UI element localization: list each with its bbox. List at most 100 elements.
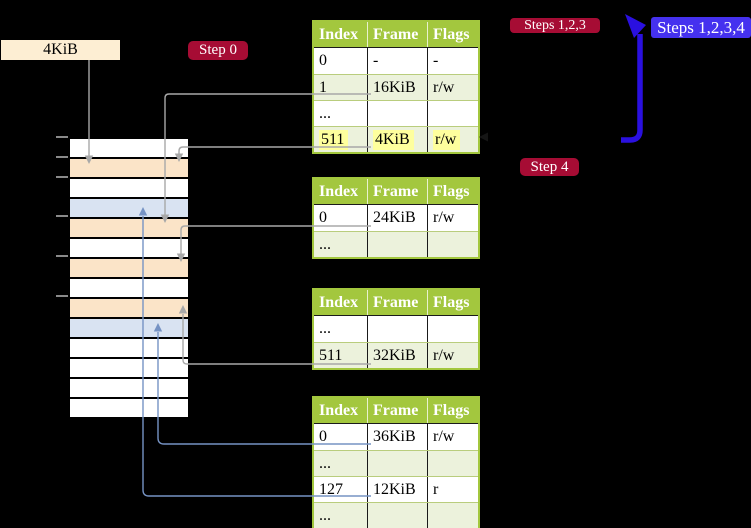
column-header: Index [319,293,359,311]
highlighted-value: 511 [319,129,349,150]
axis-tick [56,215,68,217]
memory-cell-pagetable [70,259,188,279]
table-cell: 511 [314,127,367,152]
table-cell [427,101,478,126]
table-cell: 12KiB [367,477,427,502]
table-row: ... [314,450,478,476]
table-cell: 0 [319,209,327,226]
memory-cell [70,399,188,417]
table-row: 511 4KiB r/w [314,126,478,152]
table-cell: ... [319,320,331,337]
memory-cell [70,179,188,199]
highlighted-value: r/w [433,129,461,150]
table-cell: r/w [427,75,478,100]
memory-cell-pagetable [70,219,188,239]
table-cell [427,316,478,342]
table-row: ... [314,231,478,257]
column-header: Flags [427,290,478,315]
column-header: Flags [427,398,478,423]
memory-cell-mapped-frame [70,319,188,339]
table-cell: 4KiB [367,127,427,152]
memory-cell [70,239,188,259]
axis-tick [56,176,68,178]
highlighted-value: 4KiB [373,129,414,150]
badge-step-4: Step 4 [520,158,579,176]
table-cell: 0 [319,52,327,69]
physical-memory-strip [68,137,190,419]
memory-cell [70,139,188,159]
table-cell [427,451,478,476]
table-cell: 36KiB [367,424,427,450]
column-header: Frame [367,398,427,423]
memory-cell [70,279,188,299]
column-header: Index [319,182,359,200]
table-cell: r/w [427,205,478,231]
table-cell [367,232,427,257]
column-header: Index [319,25,359,43]
table-row: ... [314,316,478,342]
table-cell: 24KiB [367,205,427,231]
column-header: Index [319,401,359,419]
table-cell [367,451,427,476]
axis-tick [56,156,68,158]
column-header: Flags [427,179,478,204]
memory-cell-pagetable [70,159,188,179]
column-header: Frame [367,22,427,47]
table-row: ... [314,100,478,126]
table-cell: ... [319,235,331,253]
memory-cell-pagetable [70,299,188,319]
table-cell [367,503,427,528]
table-cell: - [367,48,427,74]
table-cell: r/w [427,127,478,152]
table-cell [367,316,427,342]
badge-steps-1-2-3-4: Steps 1,2,3,4 [651,17,751,38]
badge-steps-1-2-3: Steps 1,2,3 [510,18,600,33]
column-header: Frame [367,290,427,315]
table-cell: ... [319,506,331,524]
table-cell: 32KiB [367,343,427,368]
table-cell: 0 [319,428,327,445]
table-cell [427,503,478,528]
column-header: Flags [427,22,478,47]
table-cell [367,101,427,126]
recursive-loop-arrow-line [621,34,643,143]
table-cell: ... [319,104,331,122]
table-row: ... [314,502,478,528]
table-cell: r/w [427,343,478,368]
table-row: 0 -- [314,48,478,74]
memory-cell [70,379,188,399]
table-cell: r/w [427,424,478,450]
recursive-loop-arrowhead [625,14,646,38]
table-cell: r [427,477,478,502]
axis-tick [56,136,68,138]
table-cell: 1 [319,78,327,96]
table-cell: ... [319,454,331,472]
table-cell [427,232,478,257]
table-cell: 127 [319,480,343,498]
axis-tick [56,255,68,257]
arrowhead-into-row511 [479,132,488,142]
table-cell: 16KiB [367,75,427,100]
table-cell: 511 [319,346,343,364]
memory-cell [70,359,188,379]
table-cell: - [427,48,478,74]
memory-cell-mapped-frame [70,199,188,219]
axis-tick [56,295,68,297]
frame-size-label: 4KiB [1,40,120,60]
column-header: Frame [367,179,427,204]
memory-cell [70,339,188,359]
